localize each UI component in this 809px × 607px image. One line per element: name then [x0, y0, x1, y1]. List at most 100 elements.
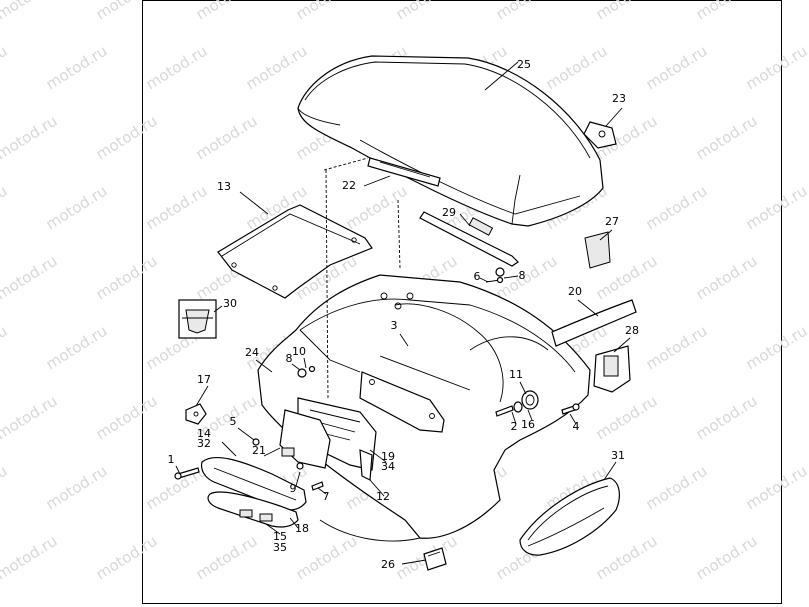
diagram-frame [142, 0, 782, 604]
watermark-text: motod.ru [393, 0, 461, 23]
callout-c8b: 8 [286, 352, 293, 365]
part-badge-card [178, 299, 217, 339]
watermark-text: motod.ru [293, 532, 361, 584]
watermark-text: motod.ru [743, 462, 809, 514]
part-screws-lower [296, 462, 324, 491]
watermark-text: motod.ru [593, 392, 661, 444]
callout-c1: 1 [168, 453, 175, 466]
watermark-text: motod.ru [643, 42, 711, 94]
watermark-text: motod.ru [593, 532, 661, 584]
watermark-text: motod.ru [743, 182, 809, 234]
watermark-text: motod.ru [43, 322, 111, 374]
callout-c4: 4 [573, 420, 580, 433]
part-lower-handle [207, 491, 299, 528]
callout-c19: 19 [381, 450, 395, 463]
watermark-text: motod.ru [643, 182, 711, 234]
callout-c30: 30 [223, 297, 237, 310]
callout-c34: 34 [381, 460, 395, 473]
watermark-text: motod.ru [643, 322, 711, 374]
part-pad [584, 231, 611, 269]
callout-c26: 26 [381, 558, 395, 571]
part-lid-liner [217, 204, 373, 299]
callout-c18: 18 [295, 522, 309, 535]
reference-lines [323, 157, 401, 401]
leader-lines [175, 61, 631, 565]
part-lid [297, 55, 604, 227]
watermark-text: motod.ru [0, 182, 10, 234]
part-small-clip [423, 547, 447, 571]
callout-c23: 23 [612, 92, 626, 105]
part-lock-assembly [279, 409, 331, 469]
callout-c14: 14 [197, 427, 211, 440]
part-latch-bracket [593, 345, 631, 393]
callout-c27: 27 [605, 215, 619, 228]
part-hinge-strip [367, 157, 441, 187]
watermark-text: motod.ru [143, 462, 211, 514]
watermark-text: motod.ru [693, 0, 761, 23]
watermark-text: motod.ru [0, 532, 60, 584]
watermark-text: motod.ru [143, 42, 211, 94]
watermark-text: motod.ru [193, 532, 261, 584]
watermark-text: motod.ru [0, 252, 60, 304]
part-clip [185, 403, 207, 425]
callout-c32: 32 [197, 437, 211, 450]
callout-c6: 6 [474, 270, 481, 283]
watermark-text: motod.ru [0, 42, 10, 94]
callout-c15: 15 [273, 530, 287, 543]
callout-c22: 22 [342, 179, 356, 192]
watermark-text: motod.ru [693, 252, 761, 304]
part-bracket [359, 355, 471, 433]
callout-c5: 5 [230, 415, 237, 428]
callout-c3: 3 [391, 319, 398, 332]
callout-c31: 31 [611, 449, 625, 462]
watermark-text: motod.ru [0, 112, 60, 164]
callout-c10: 10 [292, 345, 306, 358]
callout-c7: 7 [323, 490, 330, 503]
watermark-text: motod.ru [143, 182, 211, 234]
part-grommet [495, 390, 539, 417]
watermark-text: motod.ru [243, 42, 311, 94]
watermark-text: motod.ru [0, 462, 10, 514]
watermark-text: motod.ru [43, 462, 111, 514]
callout-c28: 28 [625, 324, 639, 337]
callout-c16: 16 [521, 418, 535, 431]
part-screw [561, 403, 580, 415]
callout-c9: 9 [290, 482, 297, 495]
watermark-text: motod.ru [93, 0, 161, 23]
watermark-text: motod.ru [0, 322, 10, 374]
watermark-text: motod.ru [493, 0, 561, 23]
callout-labels: 1234567889101112131415161718192021222324… [168, 58, 640, 571]
watermark-text: motod.ru [693, 112, 761, 164]
watermark-text: motod.ru [193, 0, 261, 23]
watermark-text: motod.ru [743, 42, 809, 94]
watermark-text: motod.ru [43, 182, 111, 234]
callout-c13: 13 [217, 180, 231, 193]
watermark-text: motod.ru [93, 392, 161, 444]
callout-c25: 25 [517, 58, 531, 71]
watermark-text: motod.ru [643, 462, 711, 514]
part-strap [419, 211, 519, 267]
watermark-text: motod.ru [93, 252, 161, 304]
callout-c12: 12 [376, 490, 390, 503]
callout-c17: 17 [197, 373, 211, 386]
watermark-text: motod.ru [0, 392, 60, 444]
part-lock-latch [297, 397, 377, 481]
watermark-text: motod.ru [43, 42, 111, 94]
part-handle-bezel [200, 456, 307, 511]
watermark-text: motod.ru [93, 532, 161, 584]
part-bolt-nut [485, 267, 505, 284]
callout-c8a: 8 [519, 269, 526, 282]
watermark-text: motod.ru [0, 0, 60, 23]
watermark-text: motod.ru [693, 392, 761, 444]
callout-c24: 24 [245, 346, 259, 359]
callout-c11: 11 [509, 368, 523, 381]
watermark-text: motod.ru [693, 532, 761, 584]
callout-c2: 2 [511, 420, 518, 433]
callout-c21: 21 [252, 444, 266, 457]
watermark-text: motod.ru [543, 42, 611, 94]
watermark-text: motod.ru [93, 112, 161, 164]
watermark-text: motod.ru [593, 0, 661, 23]
callout-c20: 20 [568, 285, 582, 298]
watermark-text: motod.ru [193, 112, 261, 164]
